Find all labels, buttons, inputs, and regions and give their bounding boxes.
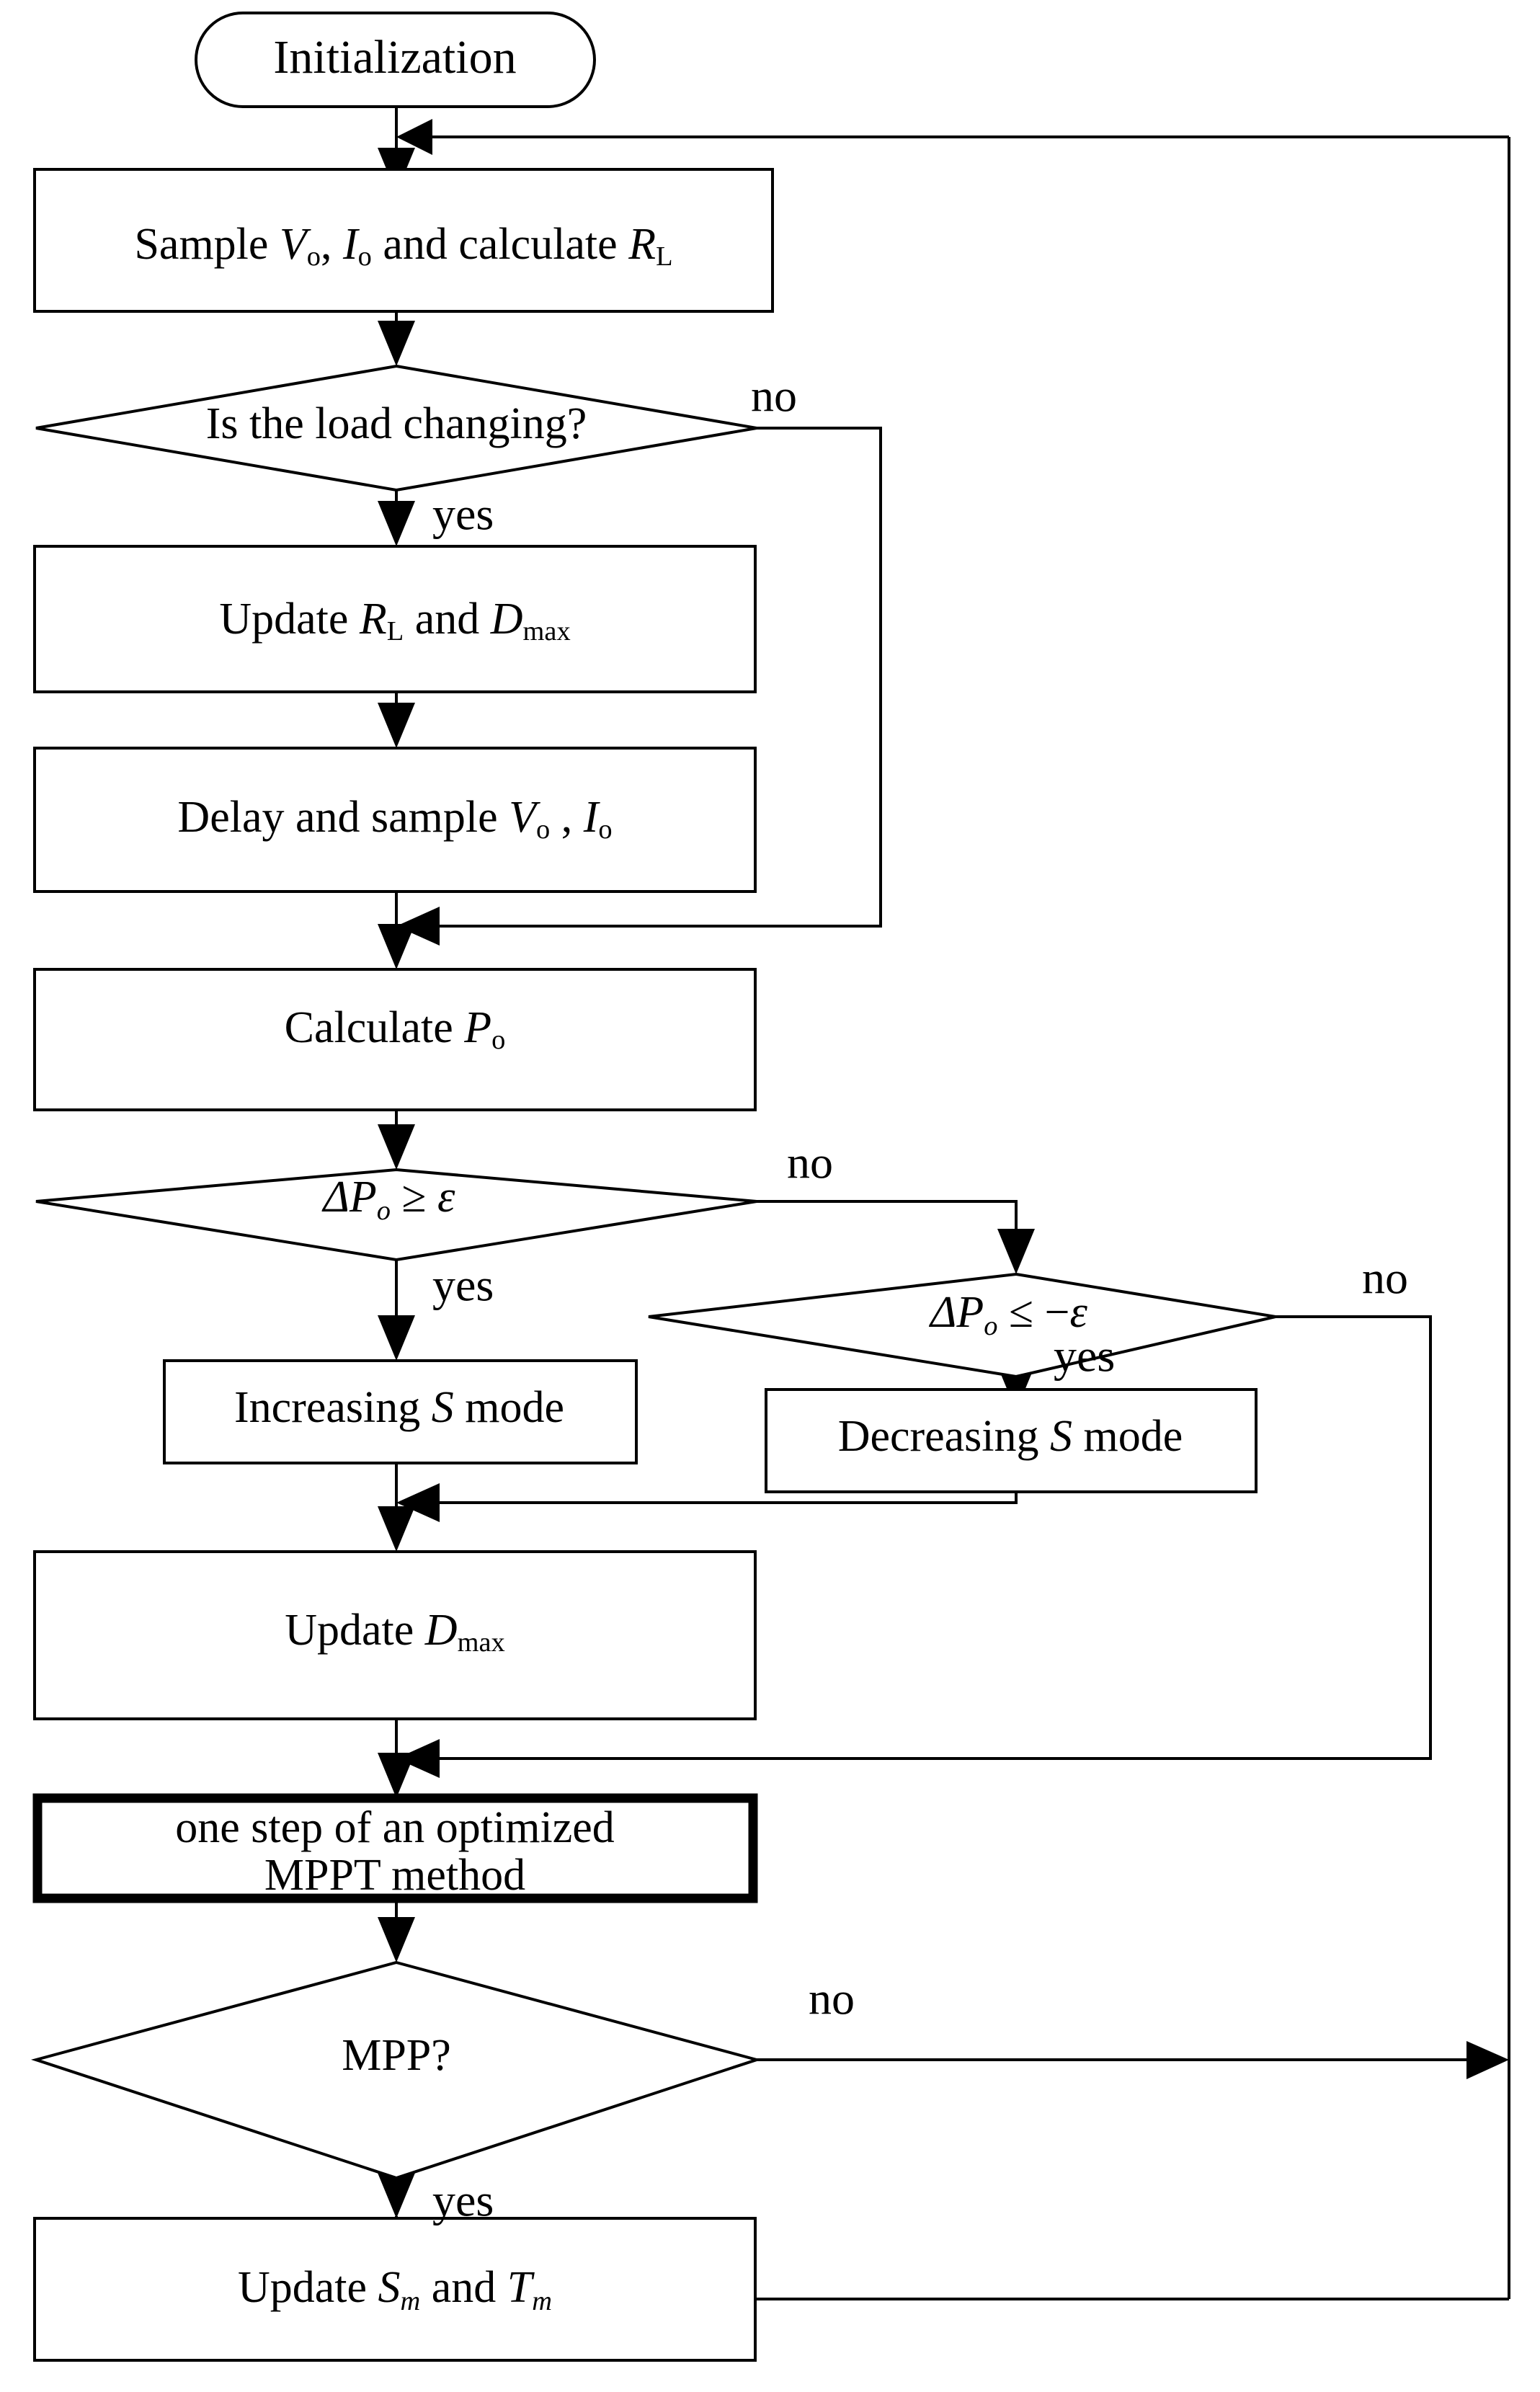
node-increasing-s-box[interactable] [163, 1359, 638, 1464]
node-update-dmax-box[interactable] [33, 1550, 757, 1720]
node-update-dmax-label: Update Dmax [285, 1606, 504, 1658]
arrowhead-global-feedback-top [396, 119, 432, 155]
node-dple-label: ΔPo ≤ −ε [928, 1288, 1087, 1341]
node-mppt-step-line2: MPPT method [264, 1851, 525, 1900]
node-mpp-decision[interactable] [31, 1960, 762, 2180]
arrowhead-loadchange-no [396, 907, 440, 946]
node-update-sm-label: Update Sm and Tm [238, 2263, 552, 2316]
node-initialization[interactable] [195, 12, 596, 108]
connector-dple-no [432, 1315, 1432, 1760]
edge-label-dple-yes: yes [1054, 1330, 1115, 1382]
arrowhead-dpge-no [997, 1229, 1035, 1274]
node-update-rl-box[interactable] [33, 545, 757, 693]
node-delay-box[interactable] [33, 747, 757, 893]
node-update-rl-label: Update RL and Dmax [219, 595, 570, 646]
arrowhead-mpp-no [1466, 2041, 1509, 2079]
edge-label-dple-no: no [1362, 1253, 1408, 1304]
node-loadchange-label: Is the load changing? [206, 399, 587, 448]
arrowhead-dple-no [396, 1739, 440, 1778]
node-increasing-s-label: Increasing S mode [234, 1383, 564, 1432]
node-sample-label: Sample Vo, Io and calculate RL [134, 220, 672, 272]
edge-label-dpge-no: no [787, 1137, 833, 1188]
node-dple-decision[interactable] [648, 1272, 1276, 1379]
edge-label-loadchange-no: no [751, 370, 797, 422]
node-sample-box[interactable] [33, 168, 774, 313]
node-initialization-label: Initialization [273, 31, 516, 84]
node-update-sm-box[interactable] [33, 2217, 757, 2362]
arrowhead-mpptstep-to-mpp [378, 1917, 415, 1962]
edge-label-mpp-no: no [809, 1973, 855, 2024]
edge-label-dpge-yes: yes [432, 1260, 494, 1311]
node-decreasing-s-box[interactable] [765, 1388, 1258, 1493]
node-mppt-step-line1: one step of an optimized [175, 1803, 615, 1852]
arrowhead-decs-merge [396, 1483, 440, 1522]
arrowhead-sample-to-loadchange [378, 321, 415, 366]
node-delay-label: Delay and sample Vo , Io [177, 793, 612, 845]
arrowhead-delay-to-calcpo [378, 924, 415, 969]
node-dpge-label: ΔPo ≥ ε [321, 1173, 456, 1226]
arrowhead-dpge-yes [378, 1315, 415, 1361]
edge-label-loadchange-yes: yes [432, 489, 494, 540]
node-loadchange-decision[interactable] [35, 364, 757, 492]
arrowhead-calcpo-to-dpge [378, 1124, 415, 1170]
node-decreasing-s-label: Decreasing S mode [838, 1412, 1183, 1461]
node-mppt-step-box[interactable] [32, 1793, 758, 1903]
arrowhead-updaterl-to-delay [378, 703, 415, 748]
arrowhead-mpp-yes [378, 2173, 415, 2218]
connector-decs-merge [432, 1492, 1018, 1504]
node-dpge-decision[interactable] [35, 1168, 757, 1262]
arrowhead-updatedmax-to-mpptstep [378, 1753, 415, 1798]
node-mpp-label: MPP? [342, 2031, 451, 2080]
edge-label-mpp-yes: yes [432, 2175, 494, 2226]
node-calc-po-label: Calculate Po [285, 1003, 506, 1055]
connector-loadchange-no [432, 427, 882, 928]
arrowhead-loadchange-yes [378, 501, 415, 546]
node-calc-po-box[interactable] [33, 968, 757, 1111]
arrowhead-incs-to-updatedmax [378, 1506, 415, 1552]
connector-dpge-no [757, 1200, 1018, 1250]
